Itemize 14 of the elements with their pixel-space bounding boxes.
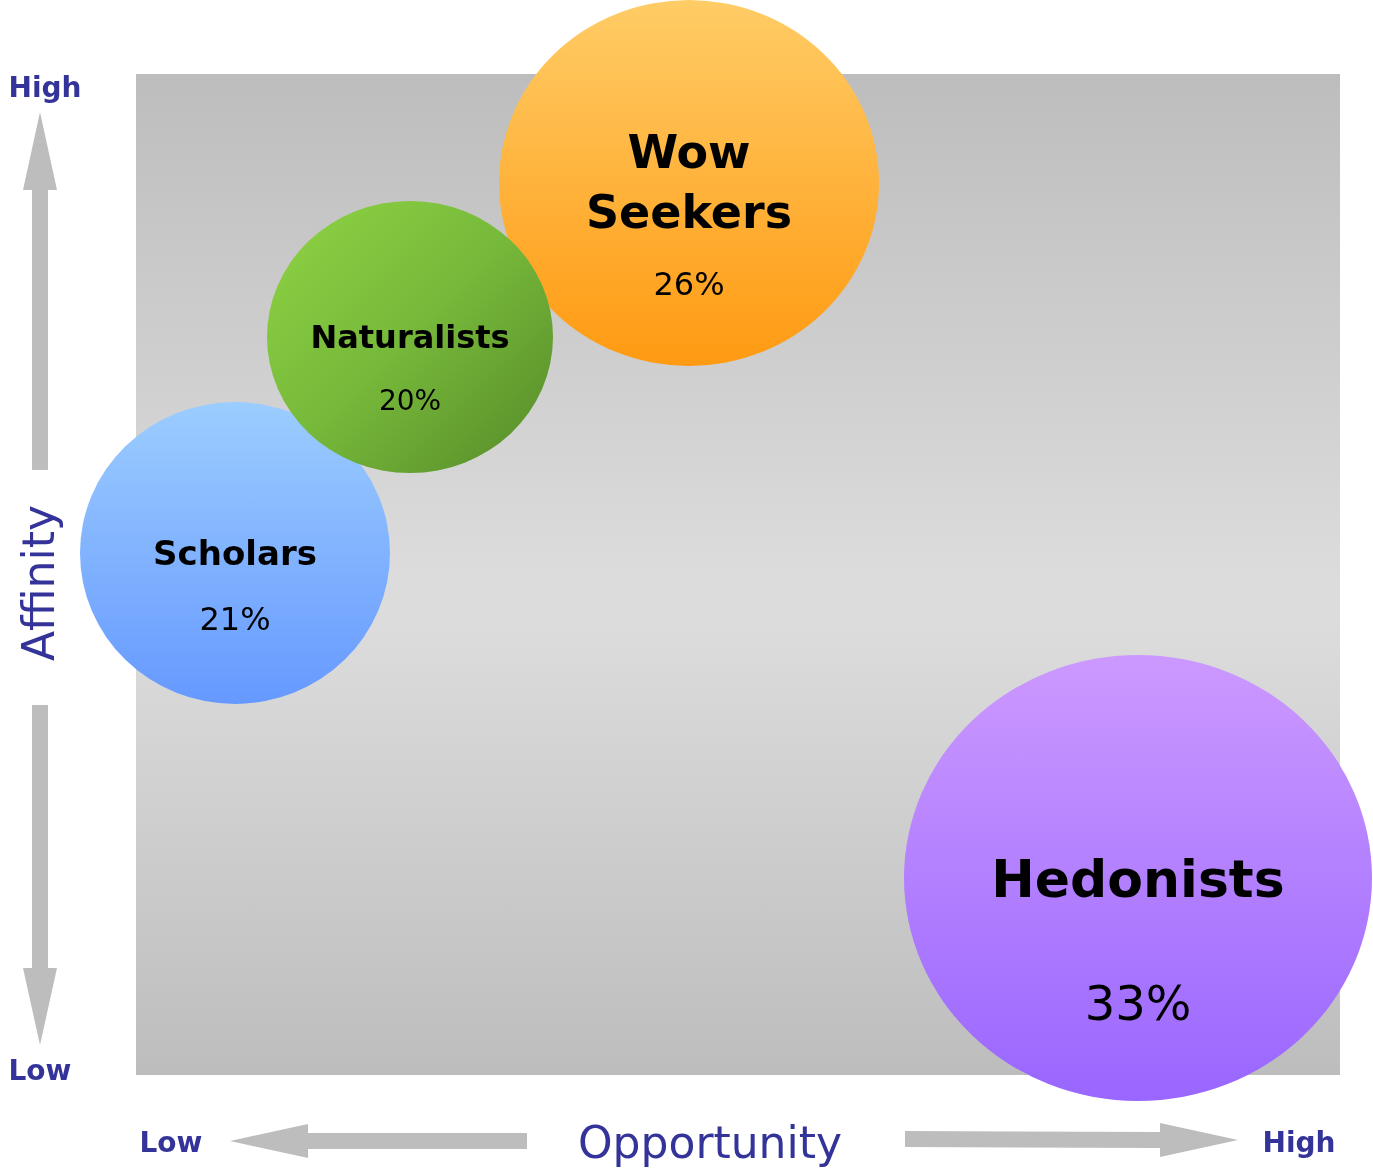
axis-end-label: Low xyxy=(139,1125,203,1159)
segment-percentage: 33% xyxy=(1084,973,1192,1033)
axis-title: Opportunity xyxy=(578,1116,842,1168)
segment-name: Scholars xyxy=(152,531,318,575)
axis-end-label: High xyxy=(1262,1125,1336,1159)
axis-end-label: Low xyxy=(8,1053,72,1087)
segment-name: Naturalists xyxy=(309,317,511,359)
segment-percentage: 26% xyxy=(653,264,725,306)
segment-percentage: 21% xyxy=(199,599,271,641)
segment-percentage: 20% xyxy=(378,382,442,419)
segment-name: Wow Seekers xyxy=(584,124,794,241)
axis-title: Affinity xyxy=(12,505,64,661)
segment-name: Hedonists xyxy=(990,848,1286,912)
axis-end-label: High xyxy=(8,70,82,104)
